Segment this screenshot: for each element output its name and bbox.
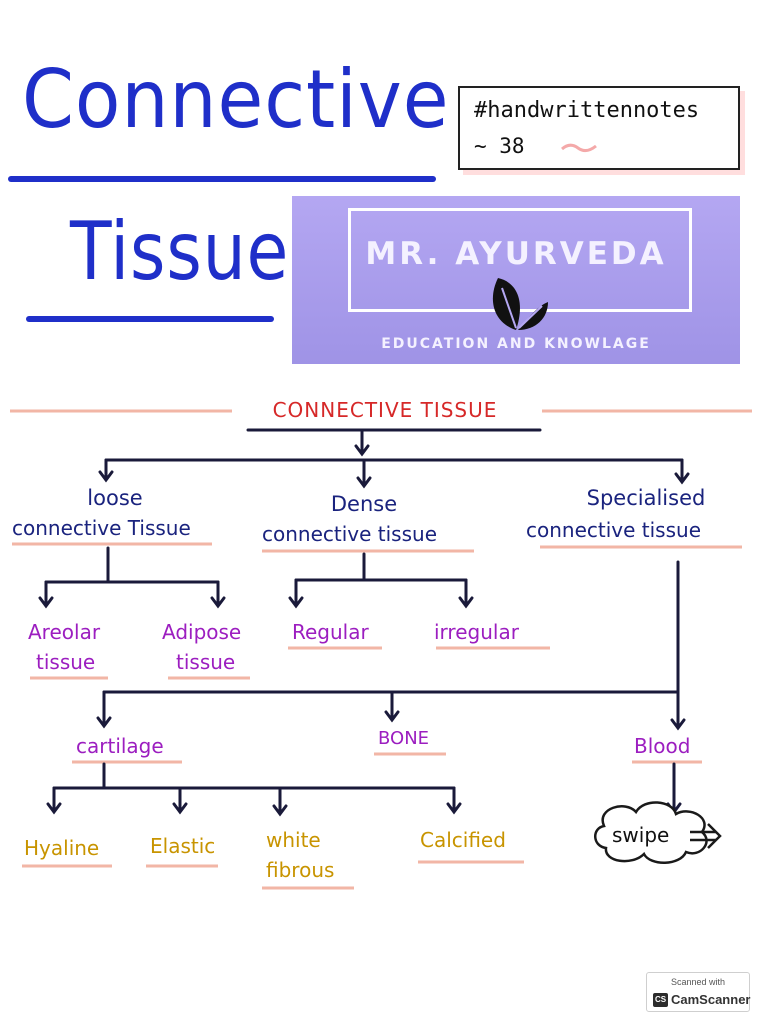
- cartilage-label: cartilage: [76, 734, 164, 758]
- camscanner-name: CamScanner: [671, 992, 751, 1007]
- dense-label-line2: connective tissue: [262, 522, 437, 546]
- white-fibrous-label-line1: white: [266, 828, 321, 852]
- hyaline-label: Hyaline: [24, 836, 100, 860]
- title-underline: [8, 176, 436, 182]
- blood-label: Blood: [634, 734, 691, 758]
- page-number: ~ 38: [474, 134, 525, 158]
- leaf-icon: [492, 278, 548, 330]
- bone-label: BONE: [378, 728, 430, 749]
- adipose-label-line1: Adipose: [162, 620, 242, 644]
- calcified-label: Calcified: [420, 828, 506, 852]
- loose-label-line1: loose: [87, 486, 143, 510]
- swipe-cloud: [594, 801, 708, 864]
- swipe-arrow-icon: [690, 823, 722, 849]
- camscanner-logo-icon: CS: [653, 993, 668, 1007]
- hashtag-label: #handwrittennotes: [474, 98, 700, 123]
- dense-label-line1: Dense: [330, 492, 398, 516]
- page-title-line2: Tissue: [70, 205, 290, 298]
- white-fibrous-label-line2: fibrous: [266, 858, 335, 882]
- logo-banner: MR. AYURVEDA EDUCATION AND KNOWLAGE: [292, 196, 740, 364]
- hashtag-box: #handwrittennotes ~ 38: [458, 86, 740, 170]
- logo-name: MR. AYURVEDA: [365, 236, 667, 272]
- root-node-label: CONNECTIVE TISSUE: [272, 398, 498, 422]
- elastic-label: Elastic: [150, 834, 216, 858]
- title-underline: [26, 316, 274, 322]
- logo-frame: [348, 208, 692, 312]
- squiggle-icon: [561, 143, 597, 153]
- irregular-label: irregular: [434, 620, 519, 644]
- camscanner-watermark: Scanned with CS CamScanner: [646, 972, 750, 1012]
- pink-guide-lines: [10, 409, 752, 890]
- loose-label-line2: connective Tissue: [12, 516, 191, 540]
- adipose-label-line2: tissue: [176, 650, 236, 674]
- areolar-label-line2: tissue: [36, 650, 96, 674]
- logo-tagline: EDUCATION AND KNOWLAGE: [381, 336, 651, 352]
- scanned-with-label: Scanned with: [670, 977, 726, 987]
- areolar-label-line1: Areolar: [28, 620, 101, 644]
- regular-label: Regular: [292, 620, 369, 644]
- specialised-label-line1: Specialised: [586, 486, 706, 510]
- page-title-line1: Connective: [22, 53, 450, 146]
- specialised-label-line2: connective tissue: [526, 518, 701, 542]
- swipe-label[interactable]: swipe: [612, 823, 670, 847]
